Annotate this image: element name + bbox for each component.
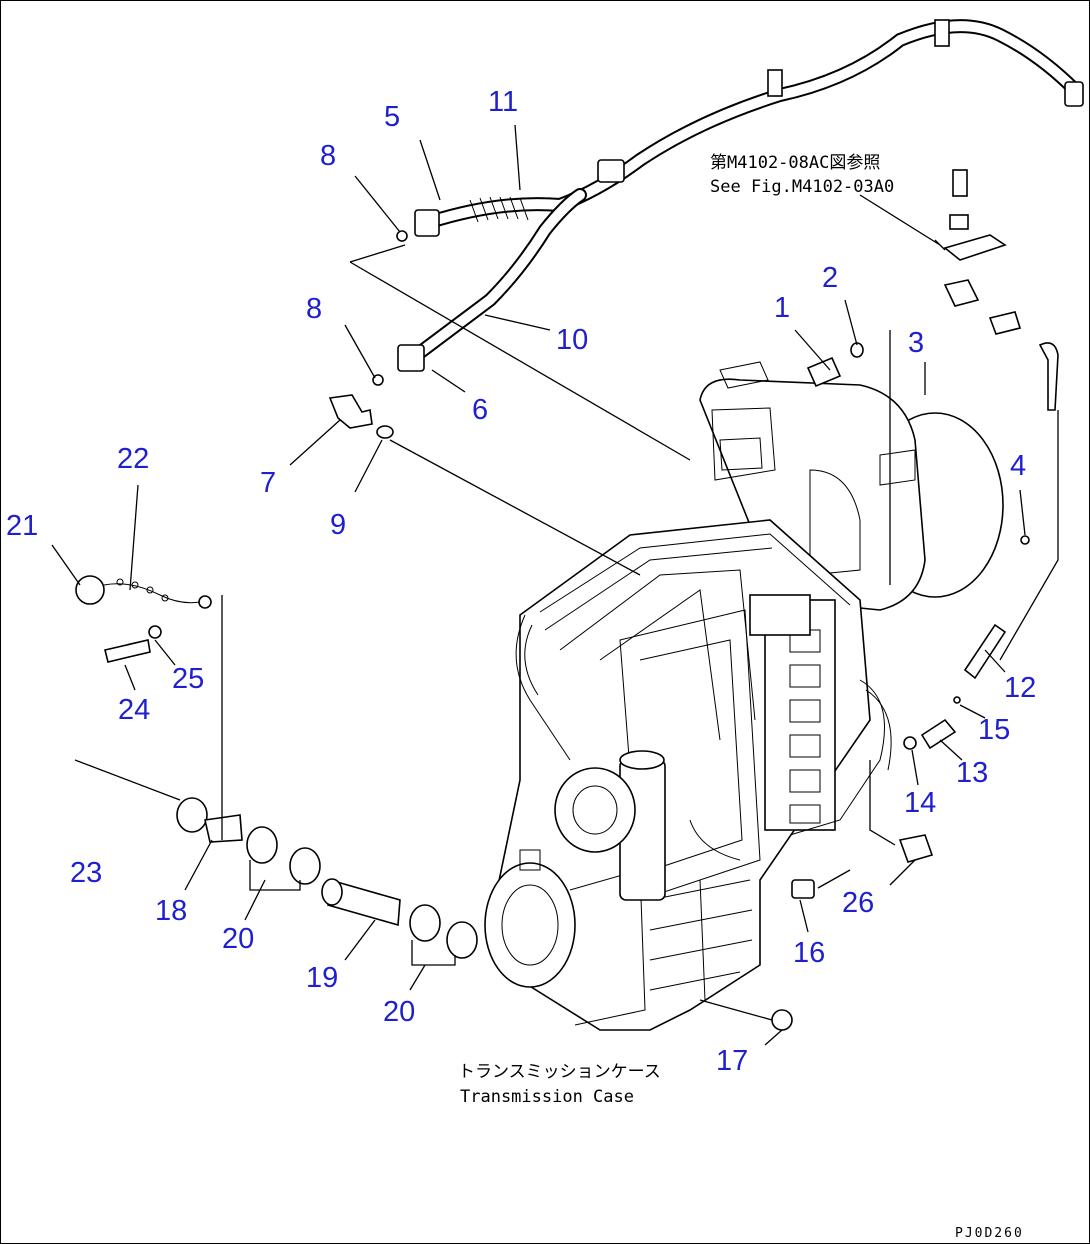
callout-6: 6 <box>472 394 488 426</box>
callout-14: 14 <box>904 787 936 819</box>
callout-7: 7 <box>260 467 276 499</box>
see-figure-note-en: See Fig.M4102-03A0 <box>710 177 894 197</box>
notes: 第M4102-08AC図参照 See Fig.M4102-03A0 トランスミッ… <box>458 153 1024 1241</box>
callout-25: 25 <box>172 663 204 695</box>
callout-3: 3 <box>908 327 924 359</box>
leader-lines <box>51 124 1059 1046</box>
callout-9: 9 <box>330 509 346 541</box>
transmission-case <box>484 361 1004 1031</box>
callout-17: 17 <box>716 1045 748 1077</box>
figure-code: PJ0D260 <box>955 1226 1024 1241</box>
callout-8a: 8 <box>320 140 336 172</box>
callout-20a: 20 <box>222 923 254 955</box>
callout-19: 19 <box>306 962 338 994</box>
callout-13: 13 <box>956 757 988 789</box>
callout-2: 2 <box>822 262 838 294</box>
hardware-parts <box>75 169 1059 1031</box>
callout-23: 23 <box>70 857 102 889</box>
hose-assembly <box>397 19 1084 372</box>
callout-16: 16 <box>793 937 825 969</box>
control-valve-bank <box>749 594 836 831</box>
callout-22: 22 <box>117 443 149 475</box>
see-figure-note-jp: 第M4102-08AC図参照 <box>710 153 880 173</box>
callout-24: 24 <box>118 694 150 726</box>
callout-11: 11 <box>488 86 518 118</box>
callout-1: 1 <box>774 292 790 324</box>
case-label-en: Transmission Case <box>460 1087 634 1107</box>
callout-8b: 8 <box>306 293 322 325</box>
callouts: 1 2 3 4 5 6 7 8 8 9 10 11 12 13 14 15 16… <box>6 86 1036 1077</box>
callout-18: 18 <box>155 895 187 927</box>
callout-4: 4 <box>1010 450 1026 482</box>
callout-21: 21 <box>6 510 38 542</box>
callout-15: 15 <box>978 714 1010 746</box>
callout-10: 10 <box>556 324 588 356</box>
callout-26: 26 <box>842 887 874 919</box>
callout-5: 5 <box>384 101 400 133</box>
callout-12: 12 <box>1004 672 1036 704</box>
case-label-jp: トランスミッションケース <box>458 1062 661 1082</box>
callout-20b: 20 <box>383 996 415 1028</box>
